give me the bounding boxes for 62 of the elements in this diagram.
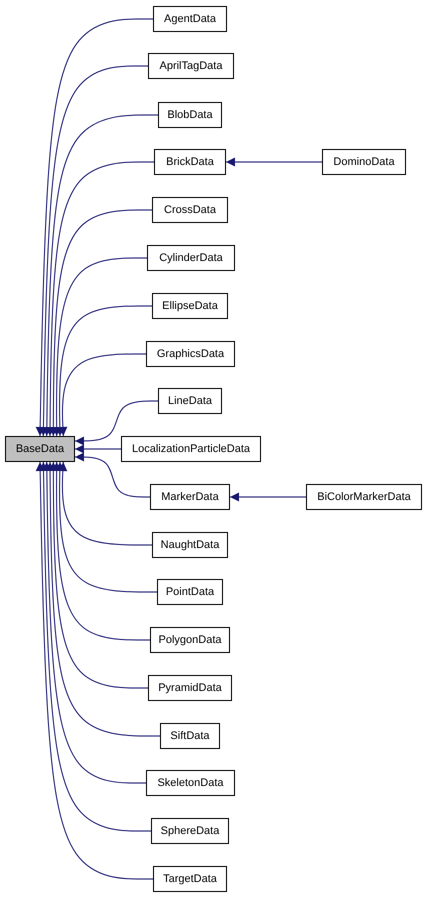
class-name: AprilTagData	[160, 60, 222, 72]
inheritance-arrow	[42, 114, 158, 436]
class-name: LineData	[168, 395, 212, 407]
inheritance-arrow	[48, 210, 152, 436]
class-name: PointData	[166, 586, 214, 598]
inheritance-arrow	[46, 162, 154, 436]
class-box	[322, 149, 406, 175]
class-box	[148, 53, 234, 79]
class-box	[158, 102, 222, 128]
class-name: GraphicsData	[156, 348, 224, 360]
class-box	[146, 770, 235, 796]
base-class-box	[5, 436, 75, 462]
class-box	[150, 627, 230, 653]
class-box	[157, 579, 223, 605]
class-box	[150, 484, 230, 510]
class-box	[147, 245, 235, 271]
class-name: CylinderData	[159, 252, 223, 264]
class-box	[153, 6, 227, 32]
inheritance-arrow	[42, 462, 146, 784]
inheritance-arrow	[46, 462, 160, 736]
class-box	[151, 818, 229, 844]
class-box	[153, 866, 227, 892]
inheritance-arrow	[38, 66, 148, 436]
class-name: DominoData	[333, 156, 395, 168]
inheritance-arrow	[74, 400, 158, 446]
class-name: SiftData	[170, 730, 210, 742]
class-name: BaseData	[16, 443, 64, 455]
class-box	[152, 293, 228, 319]
class-box	[152, 532, 228, 558]
class-name: LocalizationParticleData	[132, 443, 250, 455]
class-name: PyramidData	[158, 682, 222, 694]
class-name: SphereData	[160, 825, 220, 837]
inheritance-arrow	[39, 462, 152, 832]
inheritance-arrow	[74, 444, 122, 454]
class-name: BlobData	[167, 109, 213, 121]
class-name: TargetData	[163, 873, 217, 885]
inheritance-arrow	[52, 258, 148, 436]
inheritance-arrow	[230, 492, 306, 502]
inheritance-arrow	[48, 462, 148, 688]
inheritance-arrow	[52, 462, 150, 640]
class-name: BiColorMarkerData	[317, 491, 411, 503]
class-name: NaughtData	[160, 539, 220, 551]
class-box	[160, 723, 220, 749]
class-box	[152, 197, 228, 223]
class-box	[154, 149, 226, 175]
class-box	[158, 388, 222, 414]
inheritance-arrow	[226, 158, 322, 166]
class-box	[306, 484, 422, 510]
class-name: CrossData	[164, 204, 216, 216]
inheritance-arrow	[74, 452, 150, 498]
class-name: SkeletonData	[157, 777, 224, 789]
inheritance-arrow	[36, 462, 154, 880]
inheritance-arrow	[55, 306, 152, 436]
class-name: BrickData	[166, 156, 214, 168]
class-box	[146, 341, 235, 367]
class-name: EllipseData	[162, 300, 218, 312]
class-name: AgentData	[164, 13, 216, 25]
class-box	[148, 675, 232, 701]
inheritance-arrow	[36, 18, 154, 436]
class-name: PolygonData	[158, 634, 222, 646]
class-box	[121, 436, 261, 462]
class-name: MarkerData	[161, 491, 219, 503]
